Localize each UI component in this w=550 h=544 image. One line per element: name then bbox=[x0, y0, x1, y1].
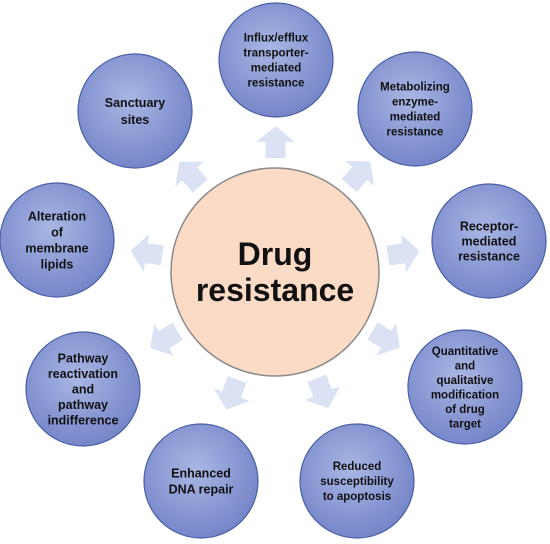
arrow-to-target-modification bbox=[367, 322, 400, 356]
node-label-line: mediated bbox=[251, 63, 302, 75]
node-label: Reduced susceptibility to apoptosis bbox=[320, 461, 394, 503]
node-label-line: indifference bbox=[48, 414, 119, 428]
node-label-line: and bbox=[72, 383, 94, 397]
node-circle bbox=[299, 423, 415, 539]
node-circle bbox=[218, 2, 334, 118]
node-label-line: Receptor- bbox=[460, 220, 518, 234]
node-label-line: qualitative bbox=[437, 375, 494, 387]
node-label-line: resistance bbox=[458, 250, 520, 264]
node-influx-efflux: Influx/efflux transporter-mediated resista… bbox=[218, 2, 334, 118]
node-label-line: mediated bbox=[390, 112, 441, 124]
node-label-line: lipids bbox=[41, 258, 74, 272]
node-label-line: reactivation bbox=[48, 367, 118, 381]
node-label-line: modification bbox=[431, 389, 499, 401]
node-label: Quantitative and qualitative modification of… bbox=[431, 346, 499, 431]
node-label-line: enzyme- bbox=[392, 97, 438, 109]
node-label-line: resistance bbox=[387, 127, 444, 139]
node-label-line: to apoptosis bbox=[323, 491, 391, 503]
arrow-to-influx-efflux bbox=[256, 126, 295, 159]
node-label-line: Alteration bbox=[28, 210, 86, 224]
node-sanctuary-sites: Sanctuary sites bbox=[77, 53, 193, 169]
node-label-line: of bbox=[51, 226, 64, 240]
center-label-line: Drug bbox=[238, 236, 313, 272]
arrow-to-apoptosis bbox=[304, 374, 341, 408]
node-circle bbox=[407, 329, 523, 445]
node-label-line: Metabolizing bbox=[380, 82, 450, 94]
node-label-line: Sanctuary bbox=[105, 96, 165, 110]
node-label-line: Enhanced bbox=[171, 467, 231, 481]
arrow-to-pathway-reactivation bbox=[150, 322, 183, 356]
node-label-line: membrane bbox=[25, 242, 88, 256]
arrow-to-receptor-mediated bbox=[386, 234, 420, 273]
node-membrane-lipids: Alteration of membrane lipids bbox=[0, 182, 115, 298]
arrow-to-sanctuary-sites bbox=[175, 161, 208, 193]
center-circle bbox=[170, 167, 380, 377]
node-label-line: mediated bbox=[462, 235, 517, 249]
node-label: Metabolizing enzyme-mediated resistance bbox=[380, 82, 450, 139]
node-label-line: resistance bbox=[248, 78, 305, 90]
node-label: Sanctuary sites bbox=[105, 96, 165, 127]
node-label: Alteration of membrane lipids bbox=[25, 210, 88, 272]
node-label-line: Reduced bbox=[333, 461, 382, 473]
node-circle bbox=[143, 423, 259, 539]
node-circle bbox=[0, 182, 115, 298]
node-label-line: Influx/efflux bbox=[244, 33, 309, 45]
node-circle bbox=[77, 53, 193, 169]
node-label-line: transporter- bbox=[243, 48, 308, 60]
node-label-line: DNA repair bbox=[169, 483, 234, 497]
node-target-modification: Quantitative and qualitative modification of… bbox=[407, 329, 523, 445]
center-label-line: resistance bbox=[196, 272, 354, 308]
node-label: Influx/efflux transporter-mediated resista… bbox=[243, 33, 308, 90]
node-label-line: and bbox=[455, 360, 475, 372]
arrows bbox=[130, 126, 420, 410]
arrow-to-membrane-lipids bbox=[130, 234, 164, 272]
node-label-line: of drug bbox=[445, 404, 485, 416]
node-circle bbox=[357, 51, 473, 167]
node-label-line: pathway bbox=[58, 398, 108, 412]
node-label-line: susceptibility bbox=[320, 476, 394, 488]
node-label-line: target bbox=[449, 418, 481, 430]
node-label-line: Quantitative bbox=[432, 346, 498, 358]
node-label-line: sites bbox=[121, 113, 150, 127]
node-label-line: Pathway bbox=[58, 352, 109, 366]
arrow-to-metabolizing-enzyme bbox=[341, 160, 375, 193]
node-circle bbox=[25, 331, 141, 447]
arrow-to-dna-repair bbox=[213, 376, 250, 410]
node-metabolizing-enzyme: Metabolizing enzyme-mediated resistance bbox=[357, 51, 473, 167]
node-circle bbox=[431, 183, 547, 299]
node-apoptosis: Reduced susceptibility to apoptosis bbox=[299, 423, 415, 539]
